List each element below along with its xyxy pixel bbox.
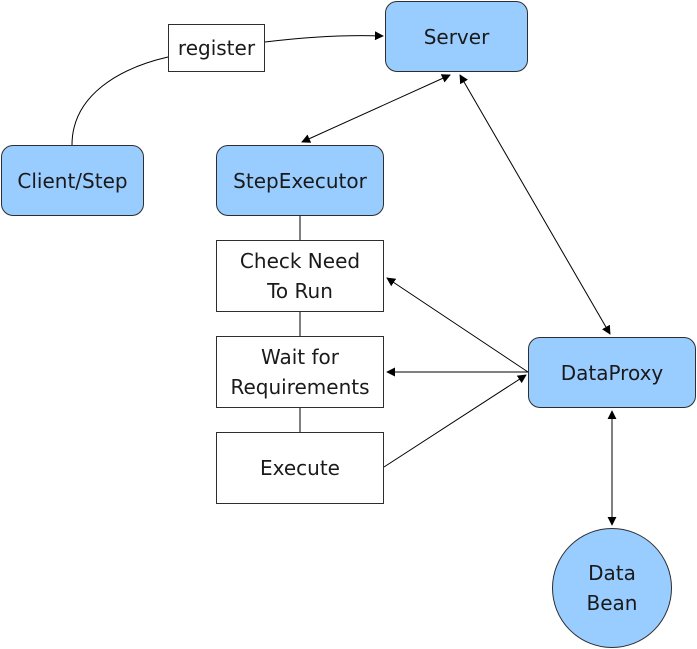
check-need-to-run-node: Check Need To Run	[216, 240, 384, 312]
step-executor-label: StepExecutor	[233, 168, 367, 193]
edge-server-stepexecutor	[301, 74, 451, 143]
execute-label: Execute	[260, 456, 340, 480]
wait-for-requirements-node: Wait for Requirements	[216, 336, 384, 408]
server-label: Server	[423, 24, 490, 49]
register-node: register	[168, 24, 265, 72]
register-label: register	[177, 36, 256, 60]
edge-execute-to-dataproxy	[383, 374, 527, 468]
wait-for-requirements-label: Wait for Requirements	[230, 345, 370, 399]
client-step-label: Client/Step	[17, 168, 128, 193]
edge-dataproxy-to-check	[386, 277, 529, 373]
data-proxy-label: DataProxy	[560, 360, 664, 385]
edge-register-to-server	[264, 31, 384, 43]
step-executor-node: StepExecutor	[216, 145, 384, 216]
edge-client-to-register	[71, 56, 169, 146]
data-bean-node: Data Bean	[552, 528, 672, 648]
server-node: Server	[385, 1, 528, 72]
client-step-node: Client/Step	[1, 145, 144, 216]
check-need-to-run-label: Check Need To Run	[239, 249, 361, 303]
edge-server-dataproxy	[459, 74, 611, 335]
execute-node: Execute	[216, 432, 384, 504]
data-bean-label: Data Bean	[586, 561, 638, 615]
data-proxy-node: DataProxy	[528, 337, 696, 408]
